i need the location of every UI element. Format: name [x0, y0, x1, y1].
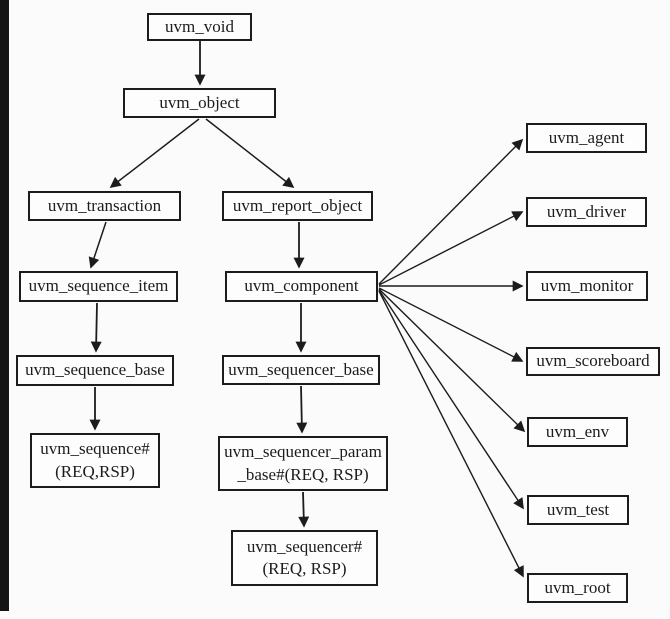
edge-uvm_component-uvm_root [378, 290, 524, 578]
node-label: uvm_sequence_base [25, 360, 165, 380]
node-label-line2: (REQ,RSP) [55, 461, 135, 481]
edge-uvm_component-uvm_env [378, 288, 526, 433]
edge-uvm_component-uvm_agent [378, 138, 524, 285]
node-label: uvm_env [545, 421, 610, 441]
edge-uvm_sequence_item-uvm_sequence_base [90, 302, 102, 353]
scan-artifact-bar [0, 0, 9, 611]
node-label-line1: uvm_sequencer_param [224, 442, 382, 462]
node-label: uvm_test [546, 499, 610, 519]
node-uvm_sequence_item: uvm_sequence_item [19, 271, 178, 302]
node-label: uvm_root [544, 577, 611, 597]
node-label: uvm_transaction [47, 195, 162, 215]
node-uvm_driver: uvm_driver [526, 197, 647, 227]
edge-uvm_object-uvm_report_object [205, 118, 295, 189]
node-uvm_sequence_req_rsp: uvm_sequence# (REQ,RSP) [30, 433, 160, 488]
edge-uvm_component-uvm_driver [378, 211, 524, 286]
node-uvm_test: uvm_test [527, 495, 629, 525]
node-label: uvm_component [244, 276, 359, 296]
node-uvm_transaction: uvm_transaction [28, 191, 181, 221]
node-label: uvm_scoreboard [536, 351, 650, 371]
node-label-line2: (REQ, RSP) [262, 559, 347, 578]
node-uvm_sequence_base: uvm_sequence_base [16, 355, 174, 386]
node-uvm_agent: uvm_agent [526, 123, 647, 153]
node-uvm_sequencer_param_base_req_rsp: uvm_sequencer_param _base#(REQ, RSP) [218, 436, 388, 491]
node-uvm_sequencer_base: uvm_sequencer_base [222, 355, 380, 385]
edge-uvm_object-uvm_transaction [109, 118, 200, 189]
edge-uvm_component-uvm_scoreboard [378, 287, 524, 362]
node-label: uvm_void [165, 16, 234, 36]
edge-uvm_sequencer_param_base-uvm_sequencer [298, 491, 310, 528]
node-label-line1: uvm_sequence# [40, 439, 150, 459]
node-label-line1: uvm_sequencer# [246, 536, 363, 556]
node-uvm_object: uvm_object [123, 88, 276, 118]
edge-uvm_component-uvm_test [378, 289, 524, 510]
node-uvm_root: uvm_root [527, 573, 628, 603]
edge-uvm_transaction-uvm_sequence_item [88, 221, 107, 269]
node-uvm_report_object: uvm_report_object [222, 191, 373, 221]
node-label: uvm_monitor [540, 275, 634, 295]
node-label: uvm_object [159, 92, 240, 112]
node-label-line2: _base#(REQ, RSP) [237, 464, 369, 484]
node-label: uvm_driver [546, 201, 627, 221]
node-label: uvm_report_object [232, 195, 363, 215]
node-uvm_sequencer_req_rsp: uvm_sequencer# (REQ, RSP) [231, 530, 378, 586]
node-label: uvm_agent [548, 127, 625, 147]
edge-uvm_sequencer_base-uvm_sequencer_param_base [296, 385, 308, 434]
node-label: uvm_sequence_item [28, 276, 169, 296]
node-uvm_scoreboard: uvm_scoreboard [526, 347, 660, 376]
node-uvm_monitor: uvm_monitor [526, 271, 648, 301]
node-label: uvm_sequencer_base [228, 359, 374, 379]
node-uvm_component: uvm_component [225, 271, 378, 302]
node-uvm_void: uvm_void [147, 13, 252, 41]
node-uvm_env: uvm_env [527, 417, 628, 447]
